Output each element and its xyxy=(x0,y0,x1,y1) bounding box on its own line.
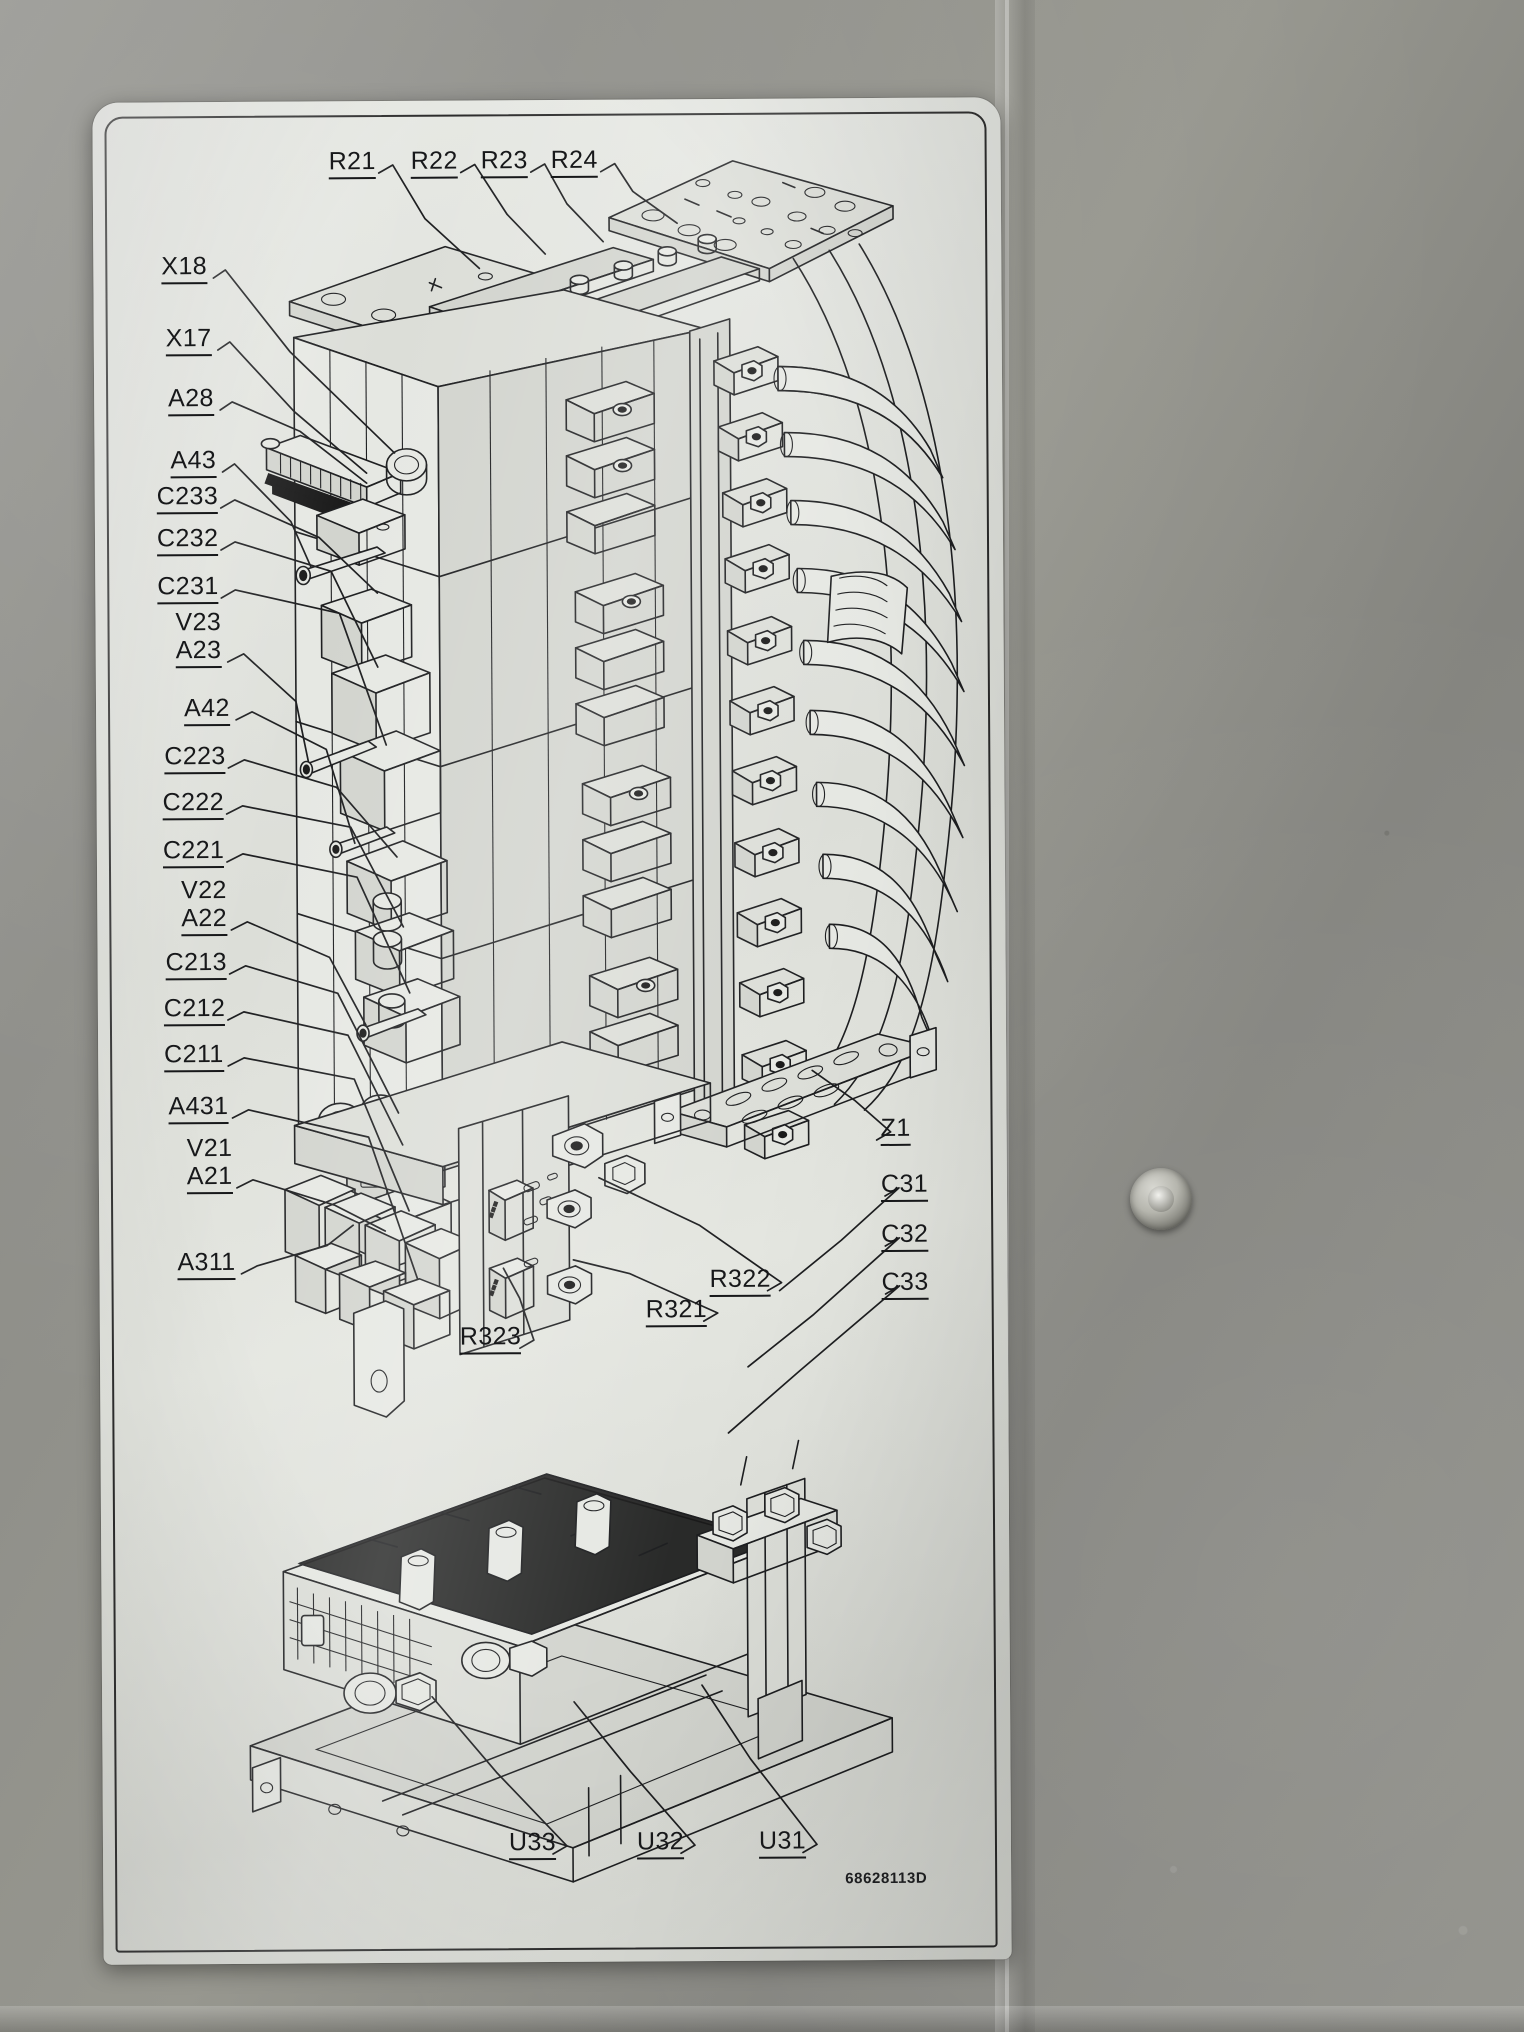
callout-c31: C31 xyxy=(881,1170,929,1202)
callout-a431: A431 xyxy=(168,1092,229,1124)
sensor-blocks-r32x xyxy=(457,1095,646,1356)
callout-c213: C213 xyxy=(165,948,228,980)
diagram-plate: .s {fill:none;stroke:#1d1e20;stroke-widt… xyxy=(92,97,1012,1965)
pin-a43 xyxy=(295,546,386,586)
connector-x17 xyxy=(260,434,402,517)
callout-c233: C233 xyxy=(157,482,219,514)
part-number: 68628113D xyxy=(845,1869,928,1888)
top-fasteners xyxy=(569,233,718,296)
capacitor-c233 xyxy=(320,588,413,674)
bottom-subassembly xyxy=(249,1439,894,1883)
callout-v23: V23 xyxy=(175,608,222,637)
capacitor-c232 xyxy=(331,654,431,752)
callout-v21: V21 xyxy=(186,1133,233,1163)
callout-c32: C32 xyxy=(881,1220,929,1252)
callout-a23: A23 xyxy=(176,636,222,668)
terminal-lug xyxy=(352,1300,406,1418)
callout-a42: A42 xyxy=(184,694,230,726)
callout-a21: A21 xyxy=(187,1162,233,1194)
perforated-bar-z1 xyxy=(653,1026,938,1148)
callout-a311: A311 xyxy=(177,1248,236,1280)
callout-r321: R321 xyxy=(646,1295,708,1327)
cable-bundle xyxy=(773,243,966,1111)
contactor-bank-a21 xyxy=(284,1174,477,1418)
callout-z1: Z1 xyxy=(881,1114,911,1146)
callout-a28: A28 xyxy=(168,384,214,416)
pin-a42 xyxy=(329,826,396,859)
callout-r22: R22 xyxy=(411,147,458,179)
callout-r24: R24 xyxy=(551,146,598,178)
callout-r23: R23 xyxy=(481,146,528,178)
exploded-assembly-drawing: .s {fill:none;stroke:#1d1e20;stroke-widt… xyxy=(92,97,1011,1965)
roller-shafts xyxy=(398,1492,612,1611)
callout-a22: A22 xyxy=(181,904,228,936)
callout-x18: X18 xyxy=(161,252,208,284)
right-bracket-c3x xyxy=(696,1439,842,1760)
callout-v22: V22 xyxy=(181,875,227,905)
leader-lines xyxy=(212,162,901,1855)
callout-u33: U33 xyxy=(509,1828,557,1860)
callout-u31: U31 xyxy=(759,1826,807,1859)
callout-r21: R21 xyxy=(329,147,376,179)
callout-c212: C212 xyxy=(164,994,226,1026)
callout-c222: C222 xyxy=(163,788,225,820)
top-rear-mounting-plate xyxy=(608,160,894,283)
callout-c221: C221 xyxy=(163,836,225,868)
connector-x18 xyxy=(385,448,428,496)
wall-panel-seam-highlight xyxy=(1005,0,1009,2032)
callout-a43: A43 xyxy=(170,446,217,478)
terminal-rows xyxy=(565,380,679,1075)
callout-c211: C211 xyxy=(164,1040,224,1072)
callout-u32: U32 xyxy=(637,1827,685,1859)
callout-c33: C33 xyxy=(881,1268,929,1300)
base-foot-left xyxy=(251,1756,410,1837)
callout-r322: R322 xyxy=(709,1265,771,1297)
callout-c223: C223 xyxy=(164,742,226,774)
callout-c231: C231 xyxy=(157,572,219,604)
wall-bottom-rail xyxy=(0,2006,1524,2032)
module-a28 xyxy=(316,498,406,566)
callout-r323: R323 xyxy=(460,1322,522,1355)
callout-c232: C232 xyxy=(157,524,219,556)
callout-x17: X17 xyxy=(166,324,212,356)
cable-sleeve xyxy=(826,571,909,655)
wall-screw-boss xyxy=(1130,1168,1192,1230)
